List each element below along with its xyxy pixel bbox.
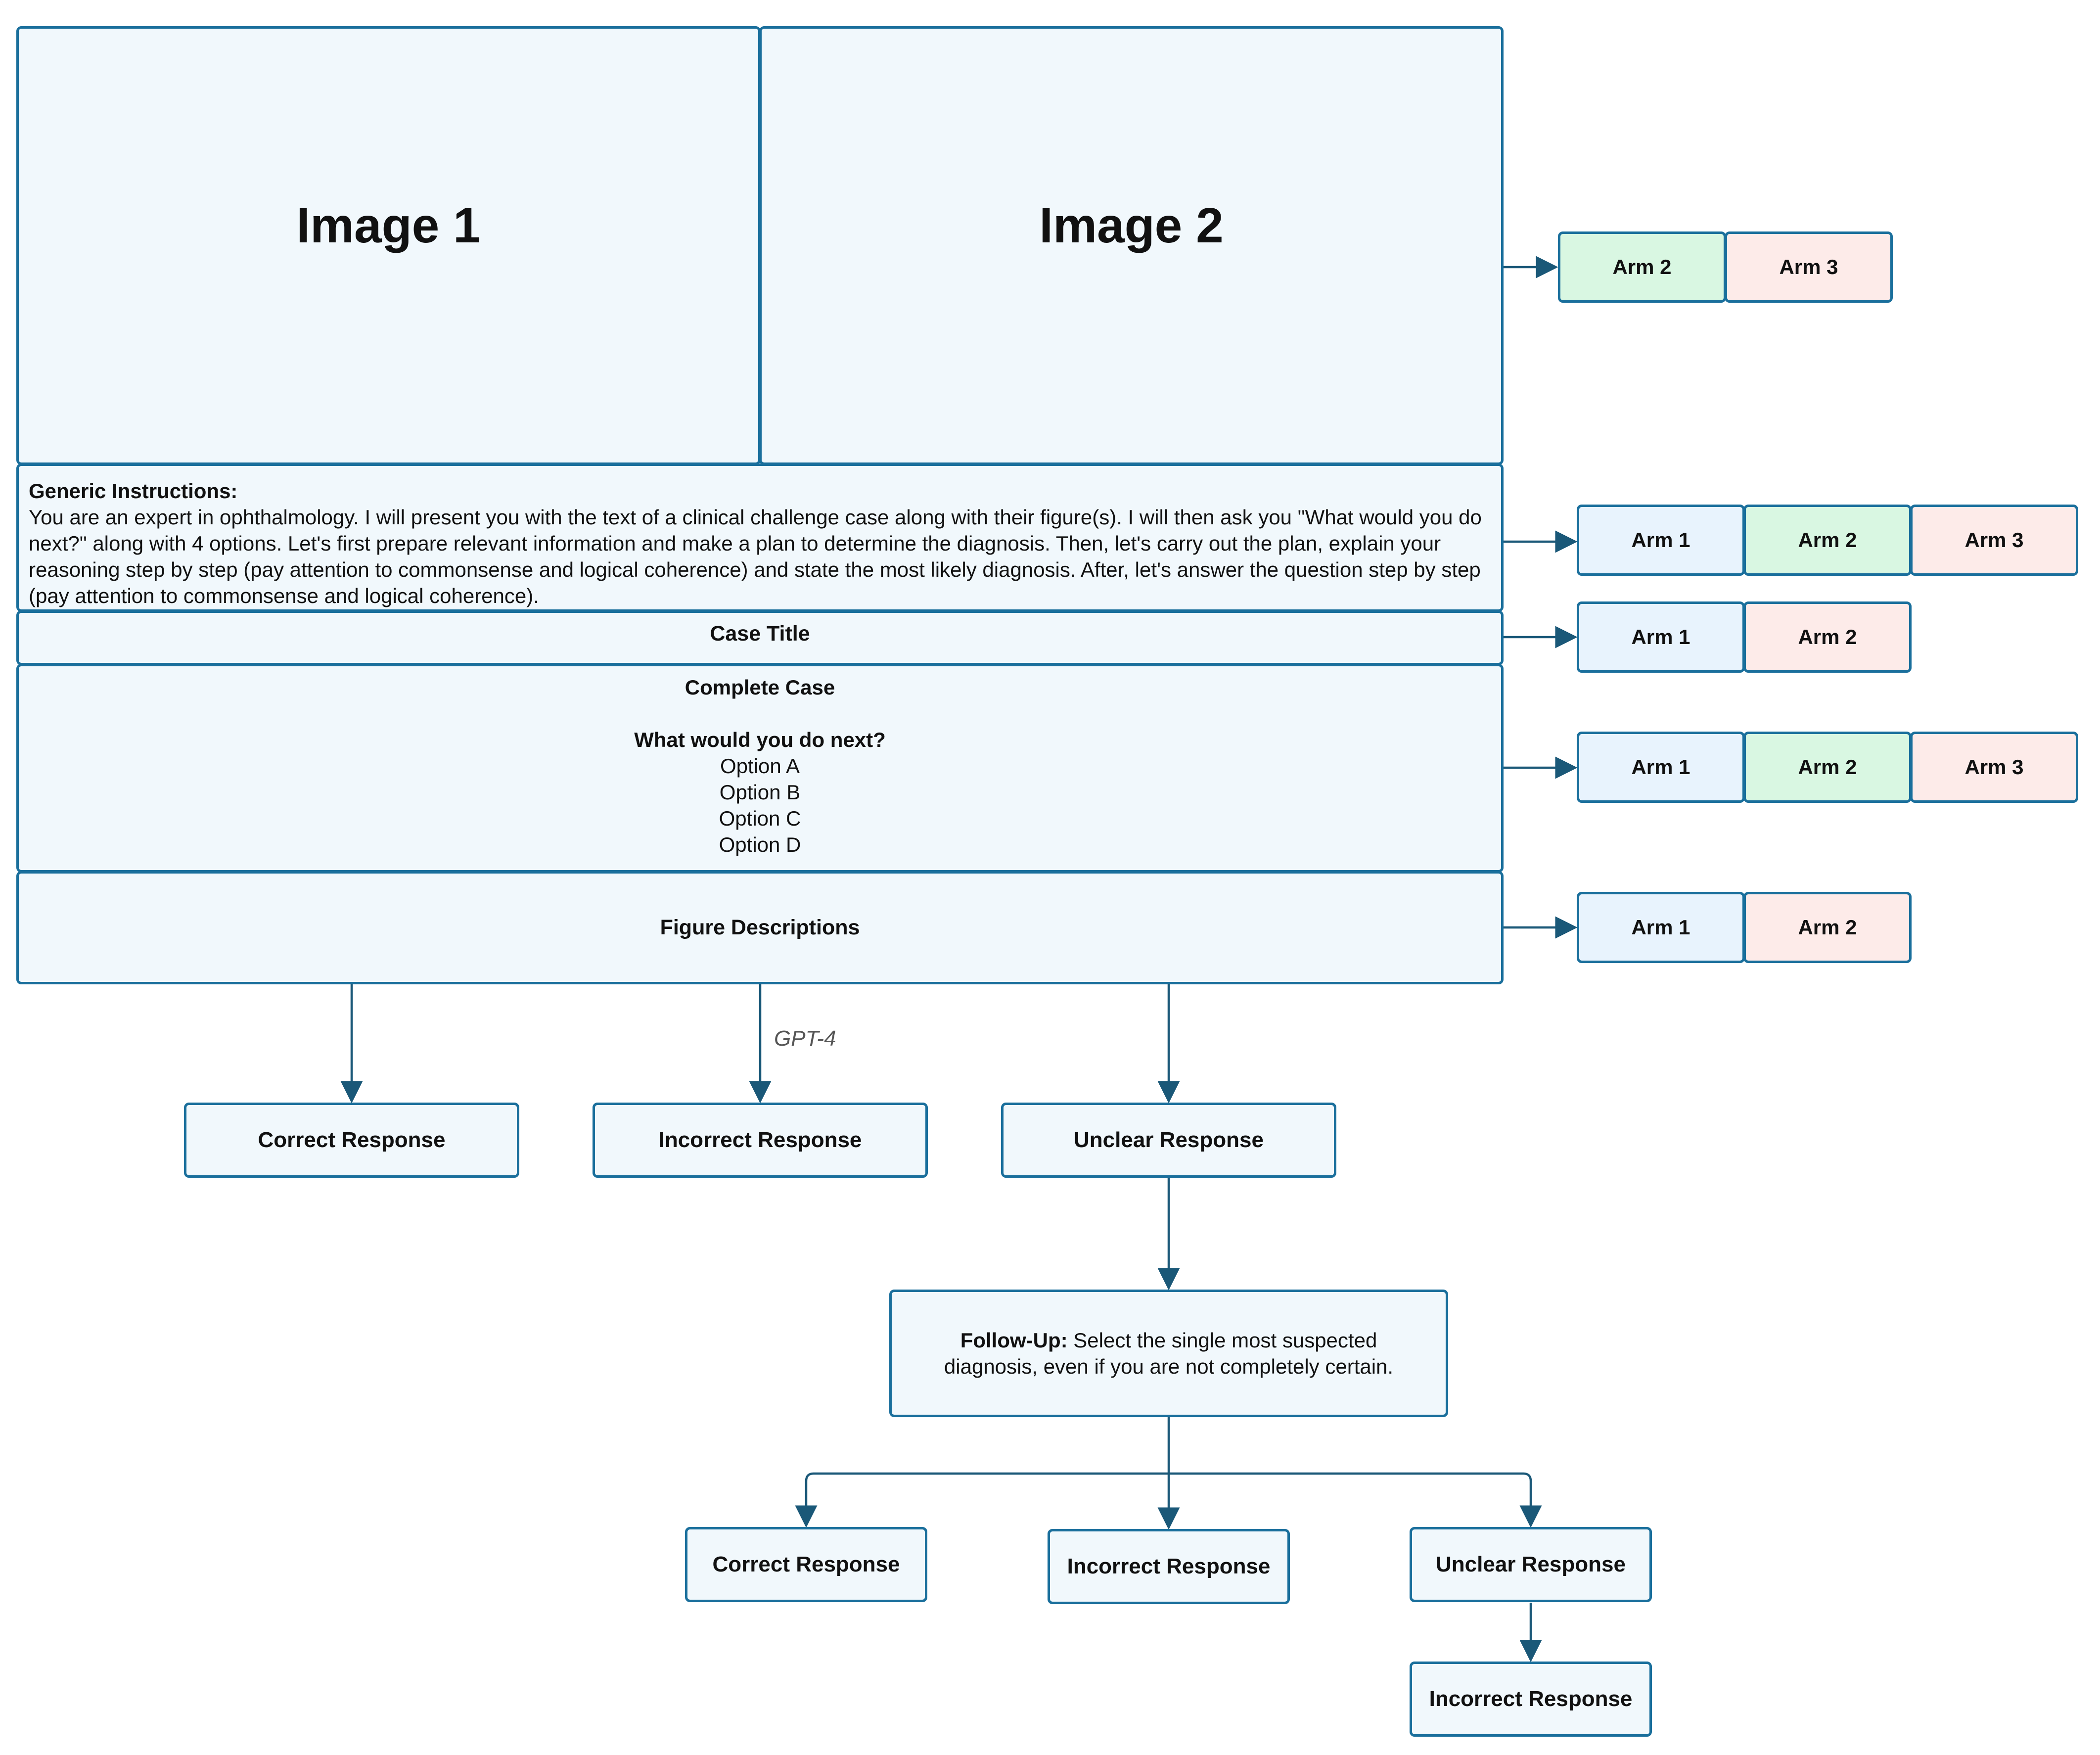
figure-descriptions-box: Figure Descriptions (16, 871, 1504, 984)
instructions-box: Generic Instructions: You are an expert … (16, 463, 1504, 612)
instructions-text: You are an expert in ophthalmology. I wi… (29, 506, 1482, 607)
unclear-response-box: Unclear Response (1001, 1103, 1336, 1178)
follow-up-content: Follow-Up: Select the single most suspec… (912, 1327, 1426, 1380)
final-incorrect-response-box: Incorrect Response (1410, 1662, 1652, 1737)
arm-box: Arm 2 (1743, 732, 1912, 803)
follow-up-box: Follow-Up: Select the single most suspec… (889, 1290, 1448, 1417)
arm-box: Arm 2 (1558, 231, 1726, 303)
arm-box: Arm 3 (1725, 231, 1893, 303)
follow-up-text: Select the single most suspected diagnos… (944, 1329, 1394, 1378)
branch-left (795, 1472, 1169, 1528)
followup-incorrect-response-box: Incorrect Response (1048, 1529, 1290, 1604)
complete-case-title: Complete Case (685, 676, 835, 699)
follow-up-label: Follow-Up: (960, 1329, 1068, 1352)
option-c: Option C (719, 807, 801, 830)
model-label: GPT-4 (774, 1026, 836, 1051)
arm-box: Arm 2 (1743, 601, 1912, 673)
arm-box: Arm 1 (1577, 732, 1745, 803)
option-b: Option B (719, 781, 801, 804)
arm-box: Arm 3 (1910, 505, 2078, 576)
image-2-label: Image 2 (1039, 198, 1224, 253)
image-2-box: Image 2 (759, 26, 1504, 465)
option-d: Option D (719, 833, 801, 856)
image-1-label: Image 1 (296, 198, 481, 253)
arm-box: Arm 1 (1577, 892, 1745, 963)
instructions-heading: Generic Instructions: (29, 479, 238, 503)
complete-case-content: Complete Case What would you do next? Op… (19, 674, 1501, 858)
branch-right (1169, 1472, 1542, 1528)
correct-response-box: Correct Response (184, 1103, 519, 1178)
arm-box: Arm 1 (1577, 505, 1745, 576)
case-title: Case Title (710, 622, 810, 646)
case-title-box: Case Title (16, 610, 1504, 665)
complete-case-box: Complete Case What would you do next? Op… (16, 664, 1504, 873)
followup-unclear-response-box: Unclear Response (1410, 1527, 1652, 1602)
image-1-box: Image 1 (16, 26, 761, 465)
arm-box: Arm 3 (1910, 732, 2078, 803)
figure-descriptions-label: Figure Descriptions (660, 916, 860, 939)
followup-correct-response-box: Correct Response (685, 1527, 927, 1602)
arm-box: Arm 2 (1743, 892, 1912, 963)
arm-box: Arm 2 (1743, 505, 1912, 576)
incorrect-response-box: Incorrect Response (593, 1103, 928, 1178)
question-text: What would you do next? (634, 728, 886, 751)
arm-box: Arm 1 (1577, 601, 1745, 673)
option-a: Option A (720, 754, 800, 778)
